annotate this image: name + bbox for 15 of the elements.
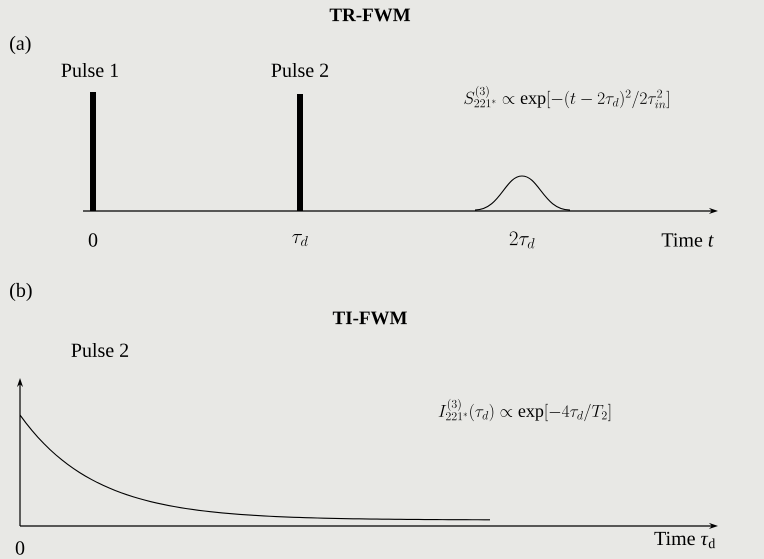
panel-title: TI-FWM	[332, 312, 407, 324]
pulse-label: Pulse 2	[271, 62, 328, 78]
pulse-label: Pulse 1	[61, 62, 118, 78]
tick-label: 0	[88, 233, 98, 247]
axis-label: Time τ$_{d}$	[654, 532, 716, 548]
panel-title: TR-FWM	[330, 8, 410, 22]
panel-label: (b)	[10, 282, 32, 302]
tick-label: 0	[16, 541, 24, 555]
signal-formula: $I^{(3)}_{221^*}(\tau_d) \propto \exp[-4\tau_d/T_2]$	[438, 398, 610, 422]
signal-formula: $S^{(3)}_{221^*} \propto \exp[-(t-2\tau_d)^2/2\tau_{in}^2]$	[464, 86, 669, 108]
tick-label: $\tau_d$	[292, 234, 308, 246]
tick-label: $2\tau_d$	[510, 231, 535, 248]
pulse-label: Pulse 2	[71, 342, 128, 358]
axis-label: Time t	[662, 233, 714, 247]
panel-label: (a)	[10, 36, 31, 54]
